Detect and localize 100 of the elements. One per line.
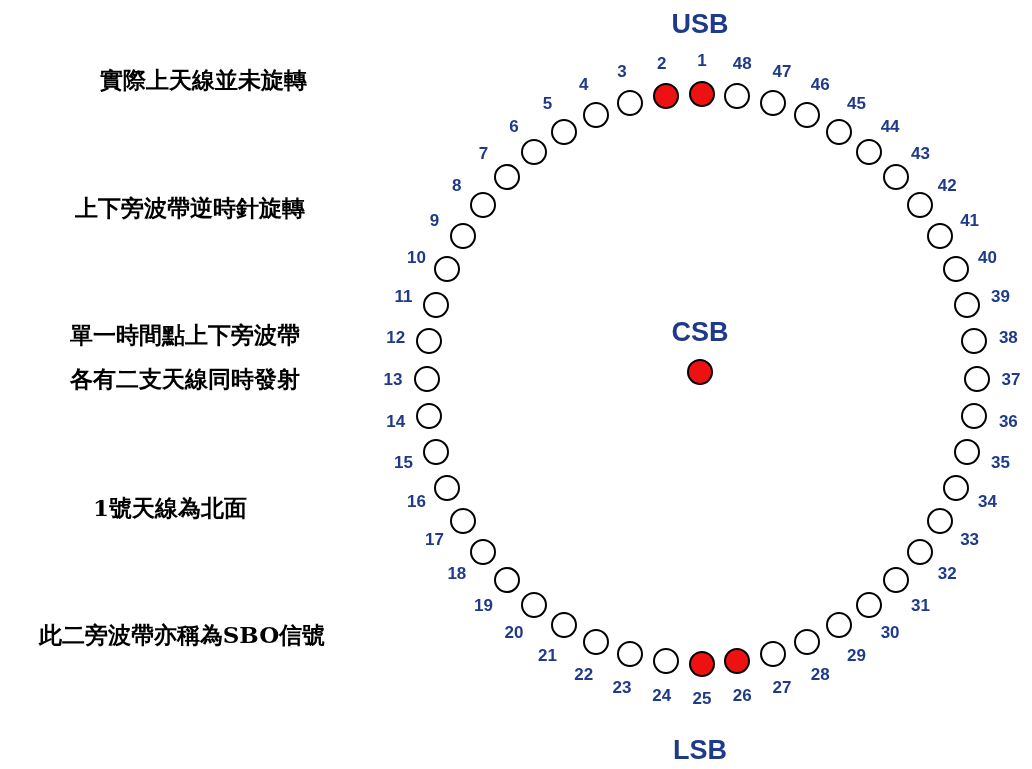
antenna-number: 19 <box>474 596 493 614</box>
antenna-number: 26 <box>732 686 752 704</box>
antenna-circle <box>413 365 440 392</box>
antenna-number: 33 <box>960 530 980 547</box>
antenna-number: 45 <box>847 94 866 112</box>
antenna-number: 20 <box>504 623 524 641</box>
antenna-number: 27 <box>772 678 792 696</box>
antenna-circle <box>926 508 953 534</box>
antenna-circle <box>724 648 751 675</box>
note-text: 此二旁波帶亦稱為SBO信號 <box>37 620 327 651</box>
antenna-circle <box>551 118 577 145</box>
antenna-circle <box>617 90 644 117</box>
antenna-number: 21 <box>538 646 557 664</box>
antenna-number: 24 <box>652 686 672 704</box>
antenna-circle <box>954 291 981 318</box>
antenna-number: 47 <box>772 62 792 80</box>
antenna-number: 38 <box>998 328 1018 346</box>
antenna-circle <box>551 612 577 639</box>
antenna-circle <box>855 591 882 618</box>
antenna-number: 42 <box>937 176 957 194</box>
antenna-circle <box>882 163 909 190</box>
antenna-circle <box>494 163 521 190</box>
note-text: 實際上天線並未旋轉 <box>98 65 308 96</box>
antenna-circle <box>494 567 521 593</box>
antenna-circle <box>942 474 969 501</box>
antenna-circle <box>926 223 953 249</box>
antenna-number: 8 <box>452 176 462 194</box>
antenna-number: 2 <box>656 54 667 72</box>
antenna-number: 10 <box>407 248 426 266</box>
antenna-circle <box>686 358 713 385</box>
antenna-circle <box>882 567 909 593</box>
band-label: LSB <box>673 736 727 764</box>
antenna-circle <box>422 439 449 466</box>
antenna-circle <box>583 102 610 129</box>
antenna-circle <box>450 508 477 534</box>
antenna-circle <box>906 192 933 218</box>
antenna-circle <box>961 328 988 355</box>
antenna-circle <box>583 628 610 655</box>
antenna-circle <box>470 539 497 565</box>
antenna-number: 3 <box>617 62 627 80</box>
antenna-circle <box>906 539 933 565</box>
antenna-number: 43 <box>911 144 930 162</box>
antenna-circle <box>521 139 548 166</box>
band-label: USB <box>671 10 729 38</box>
antenna-number: 46 <box>810 75 830 93</box>
antenna-circle <box>793 102 820 129</box>
antenna-circle <box>652 648 679 675</box>
antenna-number: 31 <box>911 596 930 614</box>
note-text: 上下旁波帶逆時針旋轉 <box>74 193 306 224</box>
antenna-circle <box>434 256 461 283</box>
antenna-label: CSB <box>671 318 729 346</box>
antenna-number: 35 <box>991 453 1010 471</box>
antenna-number: 30 <box>880 623 900 641</box>
antenna-number: 25 <box>692 689 712 707</box>
antenna-number: 39 <box>991 287 1010 305</box>
antenna-circle <box>422 291 449 318</box>
antenna-circle <box>521 591 548 618</box>
antenna-number: 9 <box>429 211 440 228</box>
antenna-number: 37 <box>1001 370 1021 388</box>
antenna-number: 36 <box>998 412 1018 430</box>
antenna-circle <box>688 80 715 107</box>
antenna-number: 5 <box>542 94 553 112</box>
note-text: 1號天線為北面 <box>92 493 248 524</box>
antenna-circle <box>759 90 786 117</box>
antenna-number: 13 <box>383 370 403 388</box>
antenna-circle <box>450 223 477 249</box>
antenna-number: 34 <box>978 492 997 510</box>
antenna-circle <box>434 474 461 501</box>
antenna-circle <box>415 328 442 355</box>
antenna-circle <box>759 640 786 667</box>
antenna-number: 44 <box>880 117 900 135</box>
antenna-circle <box>826 118 852 145</box>
antenna-number: 12 <box>386 328 406 346</box>
antenna-number: 15 <box>394 453 413 471</box>
antenna-number: 1 <box>697 51 707 69</box>
antenna-number: 28 <box>810 665 830 683</box>
antenna-number: 6 <box>509 117 519 135</box>
antenna-number: 7 <box>478 144 489 162</box>
antenna-number: 18 <box>447 564 467 582</box>
antenna-number: 29 <box>847 646 866 664</box>
antenna-circle <box>793 628 820 655</box>
antenna-circle <box>617 640 644 667</box>
antenna-number: 4 <box>579 75 589 93</box>
antenna-number: 17 <box>424 530 444 547</box>
antenna-number: 48 <box>732 54 752 72</box>
antenna-number: 11 <box>394 287 413 305</box>
note-text: 單一時間點上下旁波帶各有二支天線同時發射 <box>69 320 301 394</box>
antenna-circle <box>470 192 497 218</box>
antenna-circle <box>961 402 988 429</box>
antenna-circle <box>688 650 715 677</box>
antenna-circle <box>826 612 852 639</box>
antenna-circle <box>724 82 751 109</box>
antenna-circle <box>652 82 679 109</box>
antenna-circle <box>855 139 882 166</box>
antenna-number: 32 <box>937 564 957 582</box>
antenna-number: 22 <box>574 665 594 683</box>
antenna-number: 16 <box>407 492 426 510</box>
antenna-number: 23 <box>612 678 632 696</box>
antenna-circle <box>954 439 981 466</box>
antenna-circle <box>942 256 969 283</box>
